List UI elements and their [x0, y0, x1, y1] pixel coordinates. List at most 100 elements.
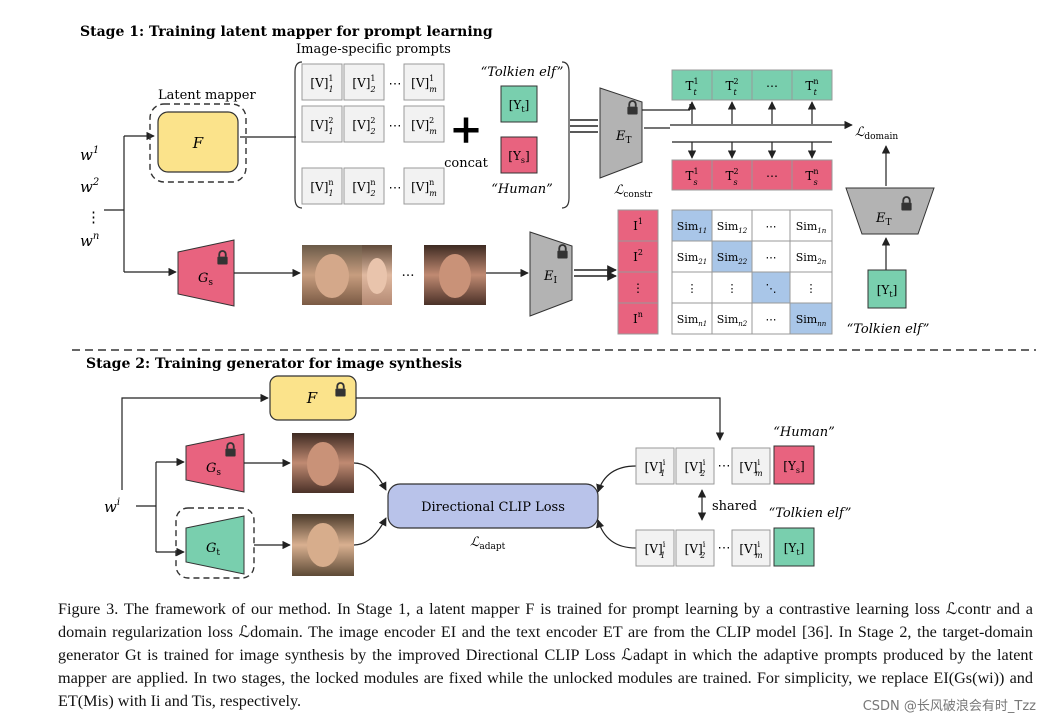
prompt-ellipsis: ⋯: [389, 181, 402, 196]
t-token-ellipsis: ⋯: [766, 79, 778, 93]
input-branch-line: [104, 136, 125, 272]
image-feature-cell: [617, 240, 659, 273]
sim-value: ⋯: [766, 251, 777, 264]
sim-value: Sim1n: [796, 220, 827, 235]
stage1-title: Stage 1: Training latent mapper for prom…: [80, 24, 493, 40]
sim-cell: [711, 240, 753, 273]
stage2-mapper-symbol: F: [306, 389, 318, 407]
image-encoder-label: EI: [543, 269, 558, 286]
domain-text-encoder: [845, 187, 935, 235]
prompts-right-brace: [561, 61, 570, 209]
s-token-cell: [671, 159, 713, 191]
latent-input: w2: [80, 177, 99, 196]
loss-constr-label: ℒconstr: [614, 183, 653, 200]
prompt-token-cell: [403, 105, 445, 143]
stage2-prompt-ellipsis: ⋯: [718, 541, 731, 556]
stage2-prompt-token-cell: [731, 447, 771, 485]
stage2-prompt-to-loss: [596, 465, 637, 493]
watermark: CSDN @长风破浪会有时_Tzz: [862, 699, 1036, 714]
prompt-token-cell: [301, 167, 343, 205]
sim-value: ⋯: [766, 313, 777, 326]
target-domain-quote: “Tolkien elf”: [481, 65, 564, 80]
shared-label: shared: [712, 499, 757, 514]
sim-cell: [751, 209, 791, 242]
sim-value: Simnn: [796, 313, 827, 328]
loss-domain-label: ℒdomain: [855, 125, 898, 142]
images-ellipsis: …: [402, 265, 415, 280]
t-token-arrows: [672, 101, 832, 159]
image-feature: ⋮: [632, 281, 644, 295]
t-token-cell: [671, 69, 713, 101]
stage2-target-token: [Yt]: [784, 541, 805, 557]
directional-clip-loss-box: [387, 483, 599, 529]
generated-images: …: [302, 245, 486, 305]
stage2-prompt-to-loss: [596, 519, 637, 549]
stage2-generator-t-dashed-frame: [175, 507, 255, 579]
directional-clip-loss-label: Directional CLIP Loss: [421, 500, 565, 515]
stage2-target-token-box: [773, 527, 815, 567]
stage2-target-quote: “Tolkien elf”: [769, 506, 852, 521]
stage2-generator-t-label: Gt: [206, 541, 220, 558]
sim-value: ⋯: [766, 220, 777, 233]
latent-mapper-symbol: F: [192, 134, 204, 152]
stage2-generator-s-label: Gs: [206, 461, 221, 478]
stage2-source-token-box: [773, 445, 815, 485]
stage2-source-token: [Ys]: [783, 459, 804, 475]
sim-value: Sim21: [677, 251, 707, 266]
stage2-prompt-ellipsis: ⋯: [718, 459, 731, 474]
latent-input: w1: [80, 145, 99, 164]
stage2-source-quote: “Human”: [773, 425, 834, 440]
t-token-cell: [791, 69, 833, 101]
image-feature-cell: [617, 302, 659, 335]
stage2-mapper-input-line: [121, 393, 269, 490]
figure-caption: Figure 3. The framework of our method. I…: [58, 600, 1033, 710]
text-encoder-to-t-tokens: [642, 104, 691, 111]
stage2-face-to-loss: [353, 462, 387, 491]
concat-label: concat: [444, 156, 489, 171]
stage2-latent-input: wi: [104, 497, 120, 516]
sim-value: Sim12: [717, 220, 748, 235]
latent-input-ellipsis: ⋮: [86, 208, 101, 226]
loss-adapt-label: ℒadapt: [470, 535, 506, 552]
stage2-face-to-loss: [353, 517, 387, 546]
prompt-token-cell: [403, 63, 445, 101]
stage2-branch-line: [136, 462, 157, 552]
image-feature-cell: [617, 271, 659, 304]
source-token: [Ys]: [508, 149, 529, 165]
source-domain-quote: “Human”: [491, 182, 552, 197]
stage2-prompt-token-cell: [731, 529, 771, 567]
stage2-generator-s: [185, 433, 245, 493]
domain-target-token: [Yt]: [877, 283, 898, 299]
prompt-token-cell: [343, 63, 385, 101]
domain-text-encoder-label: ET: [875, 211, 892, 228]
latent-mapper-box: [157, 111, 239, 173]
stage2-prompt-token-cell: [635, 529, 675, 567]
sim-value: ⋱: [766, 282, 777, 295]
stage2-generator-t: [185, 515, 245, 575]
source-token-box: [500, 136, 538, 174]
sim-value: Simn1: [677, 313, 707, 328]
sim-cell: [789, 209, 833, 242]
sim-value: ⋮: [727, 282, 738, 295]
sim-value: Sim11: [677, 220, 707, 235]
prompt-ellipsis: ⋯: [389, 119, 402, 134]
sim-value: ⋮: [687, 282, 698, 295]
prompt-token-cell: [343, 105, 385, 143]
s-token-cell: [791, 159, 833, 191]
